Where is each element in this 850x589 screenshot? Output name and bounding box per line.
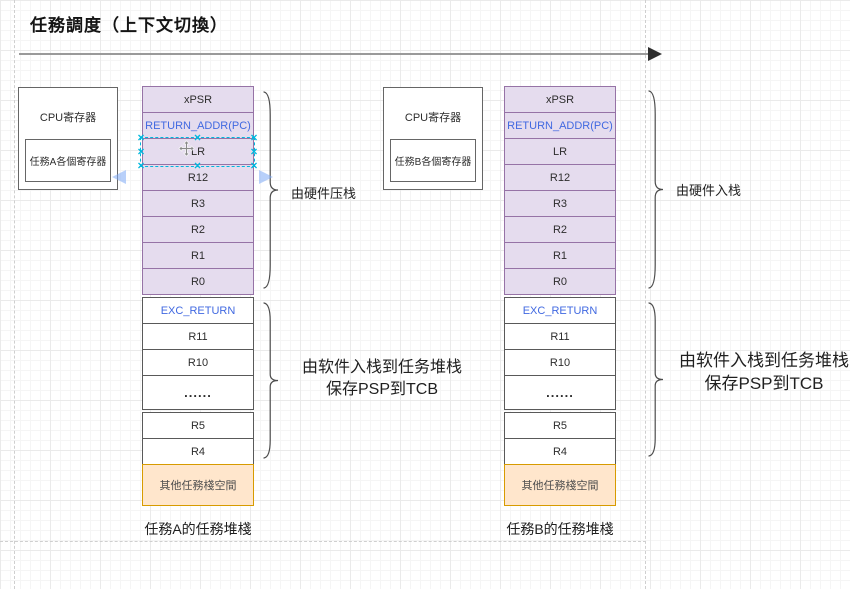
stack-cell[interactable]: R2 (504, 216, 616, 243)
stack-cell-label: EXC_RETURN (522, 304, 598, 317)
stack-cell-label: R0 (552, 275, 568, 288)
stack-cell[interactable]: EXC_RETURN (142, 297, 254, 324)
hover-connect-arrow-left-icon[interactable] (112, 170, 126, 184)
hardware-push-label-b[interactable]: 由硬件入栈 (676, 183, 742, 198)
task-a-stack: xPSR RETURN_ADDR(PC) LR R12 R3 (142, 86, 254, 539)
stack-cell[interactable]: R10 (504, 349, 616, 376)
page-guide-vertical-left (14, 0, 15, 589)
stack-cell-label: R12 (187, 171, 209, 184)
stack-cell-label: EXC_RETURN (160, 304, 236, 317)
stack-cell-label: R1 (552, 249, 568, 262)
stack-cell[interactable]: R11 (142, 323, 254, 350)
task-a-registers-box[interactable]: 任務A各個寄存器 (25, 139, 111, 182)
software-push-label-line2: 保存PSP到TCB (704, 374, 824, 393)
task-a-stack-caption[interactable]: 任務A的任務堆棧 (144, 521, 252, 537)
stack-cell-label: R11 (188, 330, 208, 343)
stack-cell-label: R2 (552, 223, 568, 236)
stack-cell-label: R11 (550, 330, 570, 343)
stack-cell-label: RETURN_ADDR(PC) (145, 119, 251, 132)
stack-cell[interactable]: 其他任務棧空間 (142, 464, 254, 506)
software-push-label-b[interactable]: 由软件入栈到任务堆栈 保存PSP到TCB (678, 349, 850, 395)
stack-cell[interactable]: R1 (142, 242, 254, 269)
task-b-stack-cells: xPSR RETURN_ADDR(PC) LR R12 R3 (504, 86, 616, 506)
stack-cell[interactable]: R5 (504, 412, 616, 439)
stack-cell[interactable]: R10 (142, 349, 254, 376)
software-push-label-line2: 保存PSP到TCB (325, 381, 439, 398)
stack-cell[interactable]: RETURN_ADDR(PC) (504, 112, 616, 139)
stack-cell-label: xPSR (183, 93, 213, 106)
brace-software-b[interactable] (648, 302, 664, 457)
stack-cell[interactable]: R1 (504, 242, 616, 269)
task-b-registers-box[interactable]: 任務B各個寄存器 (390, 139, 476, 182)
hardware-push-label-a[interactable]: 由硬件压栈 (291, 186, 357, 201)
stack-cell[interactable]: RETURN_ADDR(PC) (142, 112, 254, 139)
stack-cell[interactable]: R0 (142, 268, 254, 295)
stack-cell-label: 其他任務棧空間 (159, 480, 237, 492)
hover-connect-arrow-right-icon[interactable] (259, 170, 273, 184)
stack-cell[interactable]: xPSR (504, 86, 616, 113)
page-guide-vertical-right (645, 0, 646, 589)
page-guide-horizontal (0, 541, 646, 542)
software-push-label-line1: 由软件入栈到任务堆栈 (679, 351, 849, 370)
stack-cell[interactable]: ...... (504, 375, 616, 410)
timeline-arrow-line[interactable] (19, 53, 648, 55)
stack-cell-label: 其他任務棧空間 (521, 480, 599, 492)
stack-cell[interactable]: LR (142, 138, 254, 165)
brace-hardware-b[interactable] (648, 90, 664, 289)
cpu-register-box-b[interactable]: CPU寄存器 任務B各個寄存器 (383, 87, 483, 190)
stack-cell[interactable]: R4 (142, 438, 254, 465)
stack-cell-label: R3 (190, 197, 206, 210)
task-b-stack: xPSR RETURN_ADDR(PC) LR R12 R3 (504, 86, 616, 539)
stack-cell[interactable]: R5 (142, 412, 254, 439)
stack-cell-label: R0 (190, 275, 206, 288)
stack-cell[interactable]: R12 (504, 164, 616, 191)
stack-cell-label: R3 (552, 197, 568, 210)
stack-cell-label: R4 (190, 445, 206, 458)
stack-cell-label: R1 (190, 249, 206, 262)
stack-cell-label: ...... (184, 385, 212, 400)
stack-cell-label: R12 (549, 171, 571, 184)
stack-cell[interactable]: R2 (142, 216, 254, 243)
cpu-register-box-a[interactable]: CPU寄存器 任務A各個寄存器 (18, 87, 118, 190)
stack-cell[interactable]: R4 (504, 438, 616, 465)
move-cursor-icon (178, 140, 195, 157)
cpu-box-title: CPU寄存器 (39, 112, 97, 124)
stack-cell[interactable]: LR (504, 138, 616, 165)
stack-cell[interactable]: 其他任務棧空間 (504, 464, 616, 506)
stack-cell-label: ...... (546, 385, 574, 400)
stack-cell-label: R2 (190, 223, 206, 236)
software-push-label-line1: 由软件入栈到任务堆栈 (301, 359, 462, 376)
stack-cell[interactable]: R0 (504, 268, 616, 295)
stack-cell[interactable]: R3 (142, 190, 254, 217)
task-a-stack-cells: xPSR RETURN_ADDR(PC) LR R12 R3 (142, 86, 254, 506)
timeline-arrow-head-icon (648, 47, 662, 61)
stack-cell-label: R4 (552, 445, 568, 458)
stack-cell-label: R10 (549, 356, 571, 369)
stack-cell[interactable]: R11 (504, 323, 616, 350)
stack-cell-label: RETURN_ADDR(PC) (507, 119, 613, 132)
task-b-stack-caption[interactable]: 任務B的任務堆棧 (506, 521, 614, 537)
stack-cell-label: R5 (552, 419, 568, 432)
stack-cell[interactable]: EXC_RETURN (504, 297, 616, 324)
brace-hardware-a[interactable] (263, 91, 279, 289)
stack-cell-label: R5 (190, 419, 206, 432)
stack-cell[interactable]: xPSR (142, 86, 254, 113)
stack-cell[interactable]: R3 (504, 190, 616, 217)
stack-cell[interactable]: ...... (142, 375, 254, 410)
software-push-label-a[interactable]: 由软件入栈到任务堆栈 保存PSP到TCB (293, 357, 471, 401)
stack-cell-label: R10 (187, 356, 209, 369)
stack-cell-label: xPSR (545, 93, 575, 106)
stack-cell-label: LR (552, 145, 568, 158)
cpu-box-title: CPU寄存器 (404, 112, 462, 124)
stack-cell[interactable]: R12 (142, 164, 254, 191)
brace-software-a[interactable] (263, 302, 279, 459)
page-title[interactable]: 任務調度（上下文切換） (30, 16, 228, 35)
